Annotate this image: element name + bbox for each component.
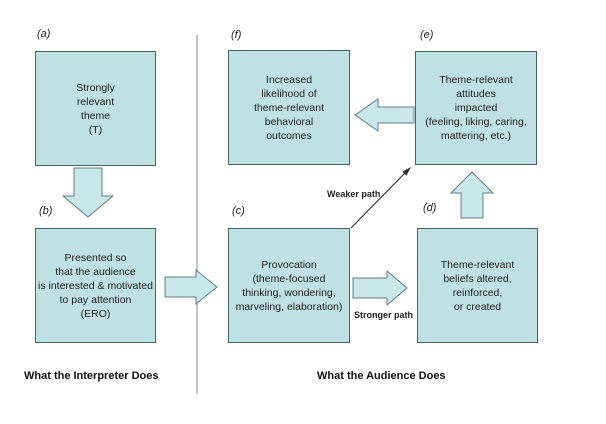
box-c-text: Provocation (theme-focused thinking, won…	[235, 258, 343, 313]
box-f-text: Increased likelihood of theme-relevant b…	[253, 73, 325, 142]
weaker-path-label: Weaker path	[327, 189, 381, 199]
box-a-text: Strongly relevant theme (T)	[76, 81, 115, 136]
box-f-tag: (f)	[231, 29, 242, 41]
box-b-tag: (b)	[39, 205, 53, 217]
box-d-tag: (d)	[423, 202, 437, 214]
arrow-e-to-f	[354, 98, 415, 132]
box-a-tag: (a)	[37, 28, 51, 40]
box-f: Increased likelihood of theme-relevant b…	[228, 50, 350, 165]
box-c: Provocation (theme-focused thinking, won…	[228, 228, 350, 343]
box-a: Strongly relevant theme (T)	[35, 51, 156, 166]
box-e-text: Theme-relevant attitudes impacted (feeli…	[425, 74, 527, 142]
box-c-tag: (c)	[232, 205, 245, 217]
audience-section-label: What the Audience Does	[317, 370, 446, 382]
arrow-c-to-e-weaker-head	[402, 167, 411, 176]
box-d-text: Theme-relevant beliefs altered, reinforc…	[440, 258, 515, 313]
arrow-b-to-c	[164, 268, 218, 306]
stronger-path-label: Stronger path	[354, 310, 414, 320]
arrow-c-to-e-weaker	[350, 171, 407, 229]
arrow-c-to-d-stronger	[352, 269, 408, 307]
box-d: Theme-relevant beliefs altered, reinforc…	[417, 228, 538, 343]
arrow-d-to-e	[449, 171, 495, 219]
box-b: Presented so that the audience is intere…	[35, 228, 156, 343]
box-e-tag: (e)	[420, 29, 434, 41]
arrow-a-to-b	[61, 167, 115, 218]
box-e: Theme-relevant attitudes impacted (feeli…	[415, 51, 537, 165]
box-b-text: Presented so that the audience is intere…	[38, 251, 153, 320]
interpreter-section-label: What the Interpreter Does	[24, 370, 159, 382]
